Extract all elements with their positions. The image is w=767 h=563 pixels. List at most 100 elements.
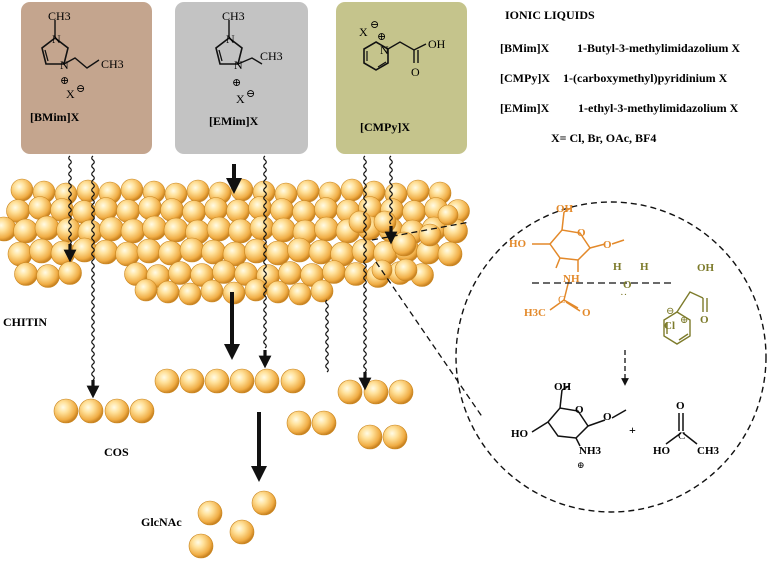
- bmim-minus: ⊖: [76, 83, 85, 95]
- legend-title: IONIC LIQUIDS: [505, 8, 595, 22]
- chitin-sphere: [373, 210, 397, 234]
- chitin-sphere: [371, 259, 393, 281]
- chitin-sphere: [10, 178, 34, 202]
- oligomer-sphere: [311, 410, 337, 436]
- chitin-sphere: [265, 240, 291, 266]
- oligomer-sphere: [229, 368, 255, 394]
- zoom-line-top: [371, 221, 471, 241]
- chitin-sphere: [186, 179, 210, 203]
- bmim-chain-into-chitin: [68, 155, 72, 245]
- cation-plus: ⊕: [680, 315, 688, 326]
- sugar-glycosidic-o: O: [603, 239, 612, 251]
- chitin-sphere: [163, 217, 189, 243]
- chitin-sphere: [93, 239, 119, 265]
- chitin-sphere: [437, 241, 463, 267]
- cmpy-plus: ⊕: [377, 31, 386, 43]
- chitin-sphere: [322, 260, 346, 284]
- chitin-sphere: [76, 179, 100, 203]
- water-h-left: H: [613, 261, 622, 273]
- cos-sphere: [53, 398, 79, 424]
- cation-o: O: [700, 314, 709, 326]
- cos-sphere: [78, 398, 104, 424]
- chitin-sphere: [394, 258, 418, 282]
- mechanism-zoom: OH HO O O NH C O H3C H H O ·· OH O Cl ⊖ …: [371, 201, 767, 513]
- bmim-ch3: CH3: [101, 57, 124, 71]
- cmpy-anion: X: [359, 25, 368, 39]
- emim-plus: ⊕: [232, 77, 241, 89]
- cmpy-label: [CMPy]X: [360, 120, 410, 134]
- chitin-sphere: [14, 262, 38, 286]
- oligomer-sphere: [337, 379, 363, 405]
- chitin-sphere: [182, 200, 206, 224]
- bmim-chain-to-cos: [91, 155, 95, 381]
- water-o: O: [623, 279, 632, 291]
- cmpy-oh: OH: [428, 37, 446, 51]
- cation-oh: OH: [697, 262, 715, 274]
- sugar-oh: OH: [556, 203, 574, 215]
- glcnac-monomer: [229, 519, 255, 545]
- chitin-sphere: [99, 216, 124, 242]
- ionic-liquid-chains: [63, 155, 398, 399]
- emim-n-top: N: [226, 32, 235, 46]
- chitin-sphere: [206, 216, 232, 242]
- legend-name-bmim: 1-Butyl-3-methylimidazolium X: [577, 41, 740, 55]
- chitin-sphere: [160, 198, 184, 222]
- legend-abbr-emim: [EMim]X: [500, 101, 550, 115]
- acetic-ch3: CH3: [697, 445, 720, 457]
- chitin-sphere: [271, 217, 296, 243]
- chitin-sphere: [72, 237, 97, 263]
- oligomer-sphere: [204, 368, 230, 394]
- bmim-plus: ⊕: [60, 75, 69, 87]
- bmim-label: [BMim]X: [30, 110, 80, 124]
- chitin-sphere: [168, 261, 192, 285]
- chitin-sphere: [288, 282, 312, 306]
- chitin-sphere: [244, 278, 268, 302]
- chitin-sphere: [34, 215, 60, 241]
- cmpy-minus: ⊖: [370, 19, 379, 31]
- bmim-imidazole-ring: [41, 36, 69, 65]
- chitin-sphere: [58, 261, 82, 285]
- chitin-sphere: [296, 179, 320, 203]
- legend-name-emim: 1-ethyl-3-methylimidazolium X: [578, 101, 739, 115]
- oligomer-sphere: [154, 368, 180, 394]
- product-ho: HO: [511, 428, 529, 440]
- bmim-butyl-chain: [63, 57, 100, 69]
- water-dots: ··: [620, 289, 627, 301]
- product-oh: OH: [554, 381, 572, 393]
- chitin-sphere: [228, 218, 253, 244]
- product-nh3: NH3: [579, 445, 602, 457]
- bmim-box-background: [21, 2, 152, 154]
- cmpy-chain-right: [389, 155, 393, 225]
- oligomer-sphere: [254, 368, 280, 394]
- chitin-sphere: [340, 178, 364, 202]
- cmpy-box-background: [336, 2, 467, 154]
- cmpy-carboxymethyl: [387, 41, 427, 51]
- zoom-line-bottom: [375, 261, 484, 419]
- chitin-sphere: [120, 218, 146, 244]
- sugar-ring-o: O: [577, 227, 586, 239]
- chitin-sphere: [308, 239, 334, 265]
- cmpy-n: N: [380, 43, 389, 57]
- chitin-sphere: [310, 279, 334, 303]
- oligomer-sphere: [280, 368, 306, 394]
- oligomer-sphere: [382, 424, 408, 450]
- chitin-sphere: [278, 261, 302, 285]
- cmpy-cation: [663, 291, 708, 345]
- acetic-ho: HO: [653, 445, 671, 457]
- oligomer-sphere: [179, 368, 205, 394]
- cation-cl: Cl: [664, 320, 675, 332]
- oligomer-sphere: [357, 424, 383, 450]
- chitin-sphere: [266, 280, 290, 304]
- legend-abbr-cmpy: [CMPy]X: [500, 71, 550, 85]
- acetic-o: O: [676, 400, 685, 412]
- cmpy-chain-left: [363, 155, 367, 373]
- oligomer-sphere: [388, 379, 414, 405]
- chitin-sphere: [406, 179, 430, 203]
- chitin-sphere: [437, 204, 459, 226]
- cos-sphere: [129, 398, 155, 424]
- chitin-sphere: [36, 264, 60, 288]
- chitin-sphere: [314, 216, 339, 242]
- chitin-sphere: [204, 197, 228, 221]
- zoom-circle: [455, 201, 767, 513]
- bmim-box: CH3 N N ⊕ CH3 X ⊖ [BMim]X: [21, 2, 152, 154]
